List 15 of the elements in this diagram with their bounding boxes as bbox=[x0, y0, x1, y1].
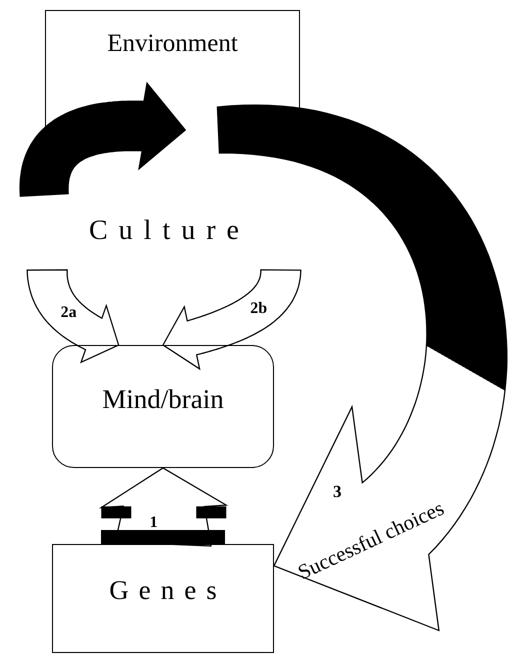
edge-label: 2b bbox=[250, 300, 268, 318]
node-label: Genes bbox=[108, 575, 227, 606]
block-arrow bbox=[162, 269, 302, 370]
block-arrow bbox=[216, 104, 508, 632]
block-arrow bbox=[98, 467, 228, 547]
block-arrow bbox=[26, 269, 120, 364]
mind-brain-box bbox=[52, 345, 274, 468]
genes-box bbox=[52, 544, 274, 653]
arrow-number: 3 bbox=[333, 482, 342, 502]
node-label: Culture bbox=[88, 215, 250, 247]
edge-label: 1 bbox=[150, 514, 158, 532]
block-arrow bbox=[19, 82, 186, 197]
edge-label: 2a bbox=[60, 304, 77, 322]
node-label: Environment bbox=[107, 29, 238, 58]
node-label: Mind/brain bbox=[102, 384, 224, 415]
